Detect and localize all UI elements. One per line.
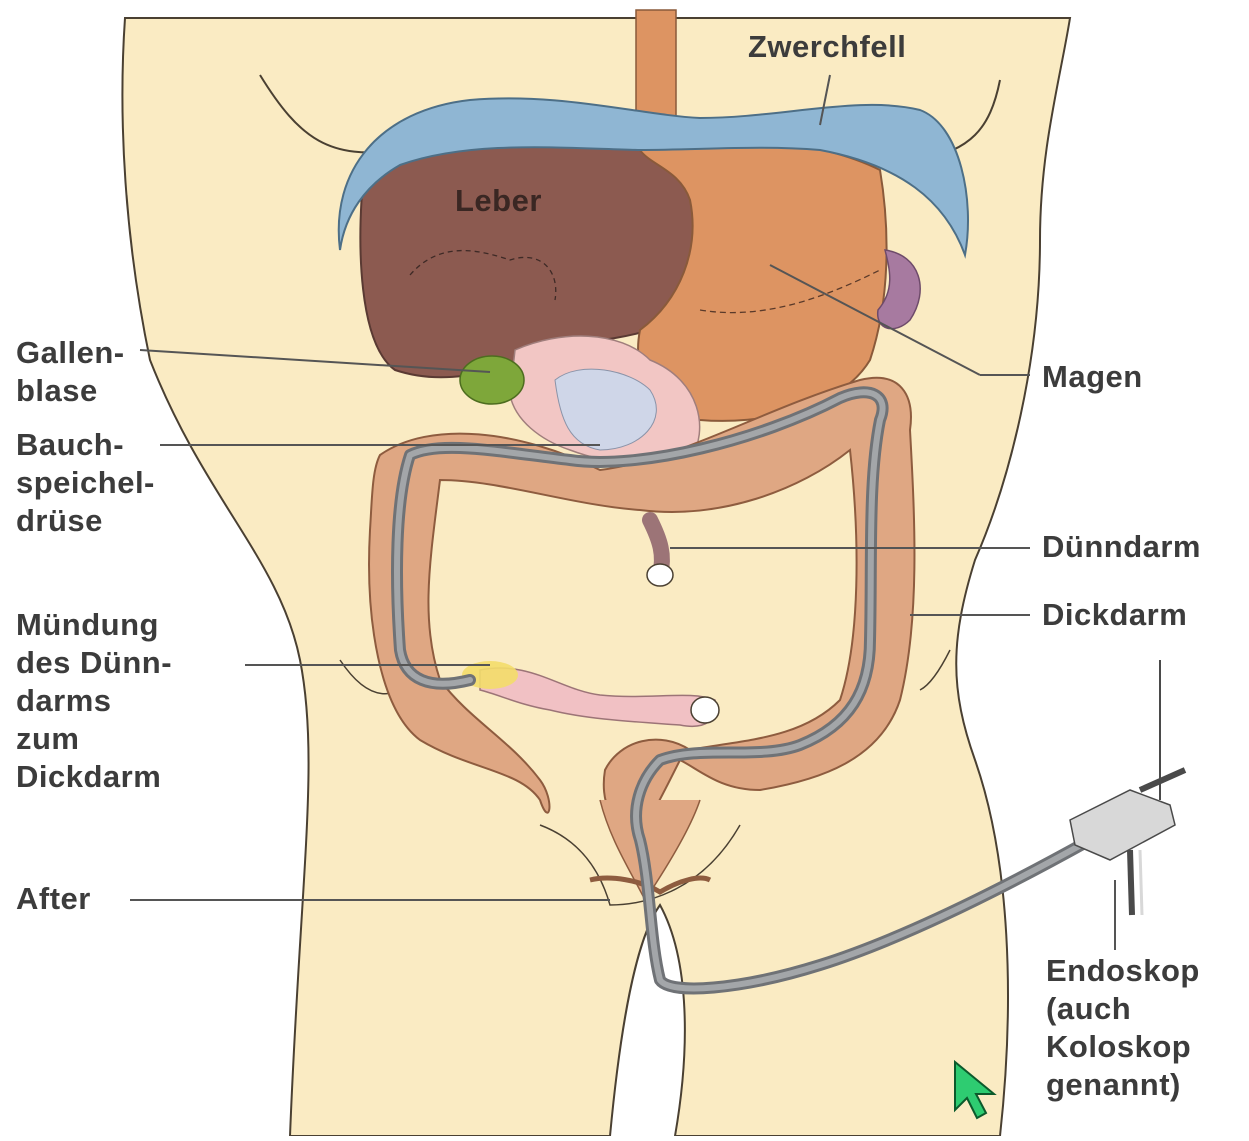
label-bauchspeicheldruese-line1: Bauch-: [16, 426, 155, 464]
label-gallenblase-line1: Gallen-: [16, 334, 125, 372]
label-muendung-line2: des Dünn-: [16, 644, 172, 682]
label-endoskop-line4: genannt): [1046, 1066, 1200, 1104]
label-gallenblase: Gallen- blase: [16, 334, 125, 410]
gallbladder: [460, 356, 524, 404]
label-muendung-line4: zum: [16, 720, 172, 758]
label-zwerchfell: Zwerchfell: [748, 28, 906, 66]
label-leber: Leber: [455, 182, 542, 220]
label-endoskop-line3: Koloskop: [1046, 1028, 1200, 1066]
label-bauchspeicheldruese: Bauch- speichel- drüse: [16, 426, 155, 540]
label-muendung-line1: Mündung: [16, 606, 172, 644]
label-muendung-line3: darms: [16, 682, 172, 720]
label-magen: Magen: [1042, 358, 1143, 396]
label-endoskop-line1: Endoskop: [1046, 952, 1200, 990]
label-muendung: Mündung des Dünn- darms zum Dickdarm: [16, 606, 172, 796]
label-bauchspeicheldruese-line2: speichel-: [16, 464, 155, 502]
label-muendung-line5: Dickdarm: [16, 758, 172, 796]
label-endoskop-line2: (auch: [1046, 990, 1200, 1028]
label-bauchspeicheldruese-line3: drüse: [16, 502, 155, 540]
label-endoskop: Endoskop (auch Koloskop genannt): [1046, 952, 1200, 1104]
label-gallenblase-line2: blase: [16, 372, 125, 410]
label-dickdarm: Dickdarm: [1042, 596, 1187, 634]
label-after: After: [16, 880, 91, 918]
label-duenndarm: Dünndarm: [1042, 528, 1201, 566]
endoscope-handle: [1070, 660, 1185, 915]
